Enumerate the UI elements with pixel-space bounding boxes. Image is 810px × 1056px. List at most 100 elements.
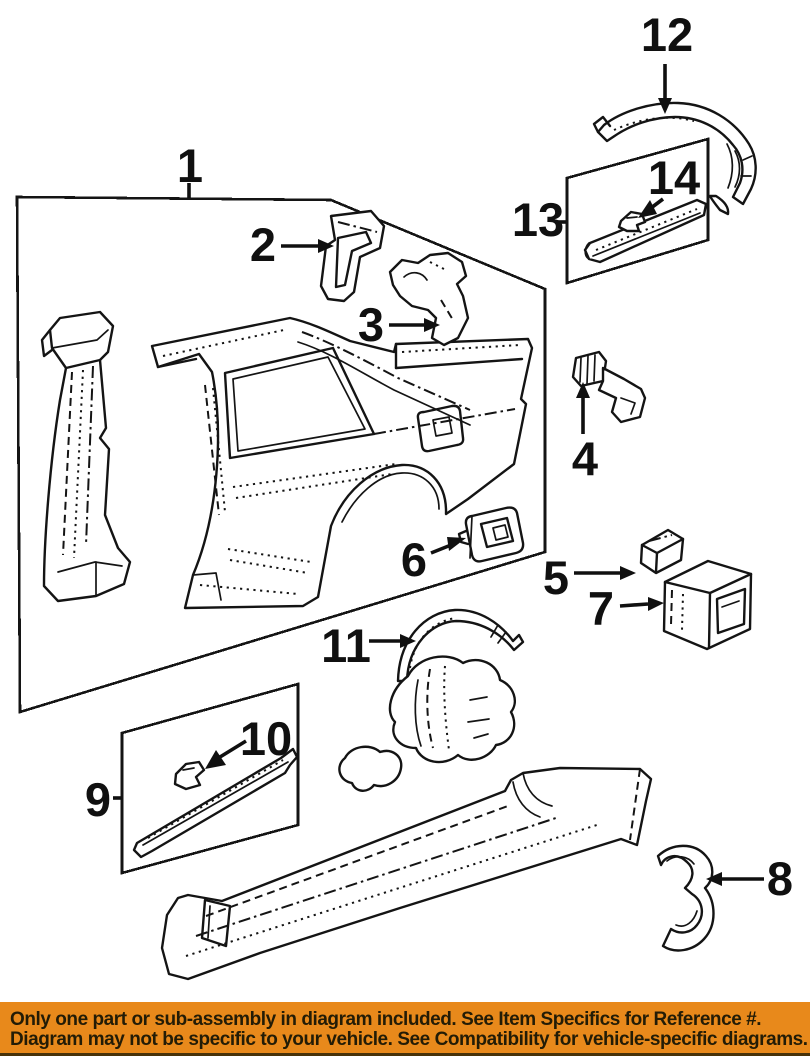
callout-6-arrowhead xyxy=(447,537,466,551)
drip-molding-part-12: 12 xyxy=(592,8,757,216)
part-8-outline xyxy=(656,844,715,952)
callout-8-label: 8 xyxy=(767,852,793,905)
rocker-crease-1 xyxy=(227,548,312,563)
part-12-hatch-2 xyxy=(726,143,734,189)
fuel-door-cutout-inner xyxy=(432,416,453,437)
part-12-tail xyxy=(708,194,730,216)
callout-2-label: 2 xyxy=(250,218,276,271)
character-line-1 xyxy=(232,463,397,488)
part-6-inner-frame xyxy=(479,516,515,549)
callout-12-arrowhead xyxy=(658,98,672,114)
callout-5-label: 5 xyxy=(543,551,569,604)
pocket-hatch-3 xyxy=(414,679,422,747)
wheel-arch-inner xyxy=(341,472,440,523)
part-4-arm xyxy=(597,366,647,424)
strip-14-dots xyxy=(595,208,698,251)
part-2-dashdot xyxy=(337,221,378,233)
pillar-foot-line xyxy=(57,561,123,573)
callout-7-arrow-line xyxy=(619,602,649,608)
pillar-hatch-3 xyxy=(85,365,94,546)
assembly-box-1: 1 xyxy=(15,139,547,714)
clip-part-14 xyxy=(617,210,647,233)
sail-lower-edge xyxy=(297,341,471,426)
callout-7-label: 7 xyxy=(588,582,614,635)
part-3-dash xyxy=(440,299,454,321)
foot-dots xyxy=(199,584,299,595)
strip-14-end-cap xyxy=(584,242,590,260)
rocker-line-1 xyxy=(205,805,509,917)
pillar-reinforcement-drawing xyxy=(40,310,132,603)
clip-10-inner xyxy=(182,767,195,771)
pillar-hatch-1 xyxy=(62,371,73,556)
pillar-hatch-2 xyxy=(73,369,84,559)
callout-12-label: 12 xyxy=(641,8,693,61)
part-3-curve xyxy=(403,271,428,281)
sail-dashdot xyxy=(301,331,471,411)
callout-2-arrowhead xyxy=(318,239,334,253)
pocket-left-lug xyxy=(338,745,403,792)
rocker-end-dash xyxy=(629,768,641,841)
callout-10-arrow-line xyxy=(219,739,247,759)
pillar-cap-line xyxy=(51,329,109,349)
part-7-opening xyxy=(715,587,747,635)
rocker-line-3 xyxy=(185,823,601,957)
assembly-box-1-border xyxy=(15,195,547,714)
part-12-tick-1 xyxy=(742,155,753,161)
pillar-cap-bottom xyxy=(64,358,102,370)
part-2-outline xyxy=(319,209,386,303)
fuel-door-cutout xyxy=(416,404,465,453)
part-12-end-cap xyxy=(592,115,612,134)
part-7-outline xyxy=(662,559,753,651)
end-bracket-part-8: 8 xyxy=(656,844,793,952)
rocker-outline xyxy=(160,766,653,981)
part-6-inner-plate xyxy=(492,524,509,541)
pillar-outline xyxy=(42,310,132,603)
clip-part-10 xyxy=(173,760,206,791)
pocket-bar-2 xyxy=(467,718,490,723)
part-4-foot-line xyxy=(620,397,636,415)
part-3-dots xyxy=(429,261,447,271)
strip-inner-line xyxy=(142,761,289,846)
callout-13-label: 13 xyxy=(512,193,564,246)
rocker-step-curve-2 xyxy=(522,772,553,807)
housing-part-7: 7 xyxy=(588,559,753,651)
callout-7-arrowhead xyxy=(648,597,664,611)
front-edge-hatch-2 xyxy=(212,387,226,513)
part-7-hatch-1 xyxy=(670,589,673,626)
pocket-hatch-2 xyxy=(443,665,450,751)
fuel-door-part-6: 6 xyxy=(401,506,525,586)
callout-14-arrowhead xyxy=(638,200,657,218)
pocket-bar-3 xyxy=(473,733,489,739)
strip-14-inner xyxy=(592,212,701,257)
rail-underside xyxy=(156,357,198,369)
part-5-dashdot xyxy=(648,534,673,542)
box-13-border xyxy=(565,137,710,285)
deck-bar-underside xyxy=(394,357,524,370)
disclaimer-line-2: Diagram may not be specific to your vehi… xyxy=(10,1029,808,1050)
part-7-front-edge xyxy=(707,591,712,650)
callout-1-label: 1 xyxy=(177,139,203,192)
part-12-hatch-1 xyxy=(734,150,741,188)
bracket-part-3: 3 xyxy=(358,251,470,351)
part-12-dots xyxy=(613,116,695,131)
panel-outline xyxy=(150,316,534,610)
callout-9-label: 9 xyxy=(85,773,111,826)
molding-box-13: 13 14 xyxy=(512,137,710,285)
callout-8-arrowhead xyxy=(706,872,722,886)
part-4-hatch-3 xyxy=(593,354,596,382)
callout-5-arrowhead xyxy=(620,566,636,580)
callout-11-arrowhead xyxy=(400,634,416,648)
callout-14-label: 14 xyxy=(648,151,700,204)
fuel-pocket-assembly-drawing xyxy=(338,655,516,792)
part-6-flange xyxy=(469,515,473,559)
foot-detail xyxy=(192,572,222,601)
rocker-panel-drawing xyxy=(160,766,653,981)
rail-dots xyxy=(162,329,285,357)
callout-4-arrowhead xyxy=(576,382,590,398)
belt-line xyxy=(373,408,516,435)
rocker-line-2 xyxy=(195,817,557,937)
rocker-tab xyxy=(200,898,232,948)
callout-4-label: 4 xyxy=(572,432,598,485)
box-9-border xyxy=(120,682,300,875)
